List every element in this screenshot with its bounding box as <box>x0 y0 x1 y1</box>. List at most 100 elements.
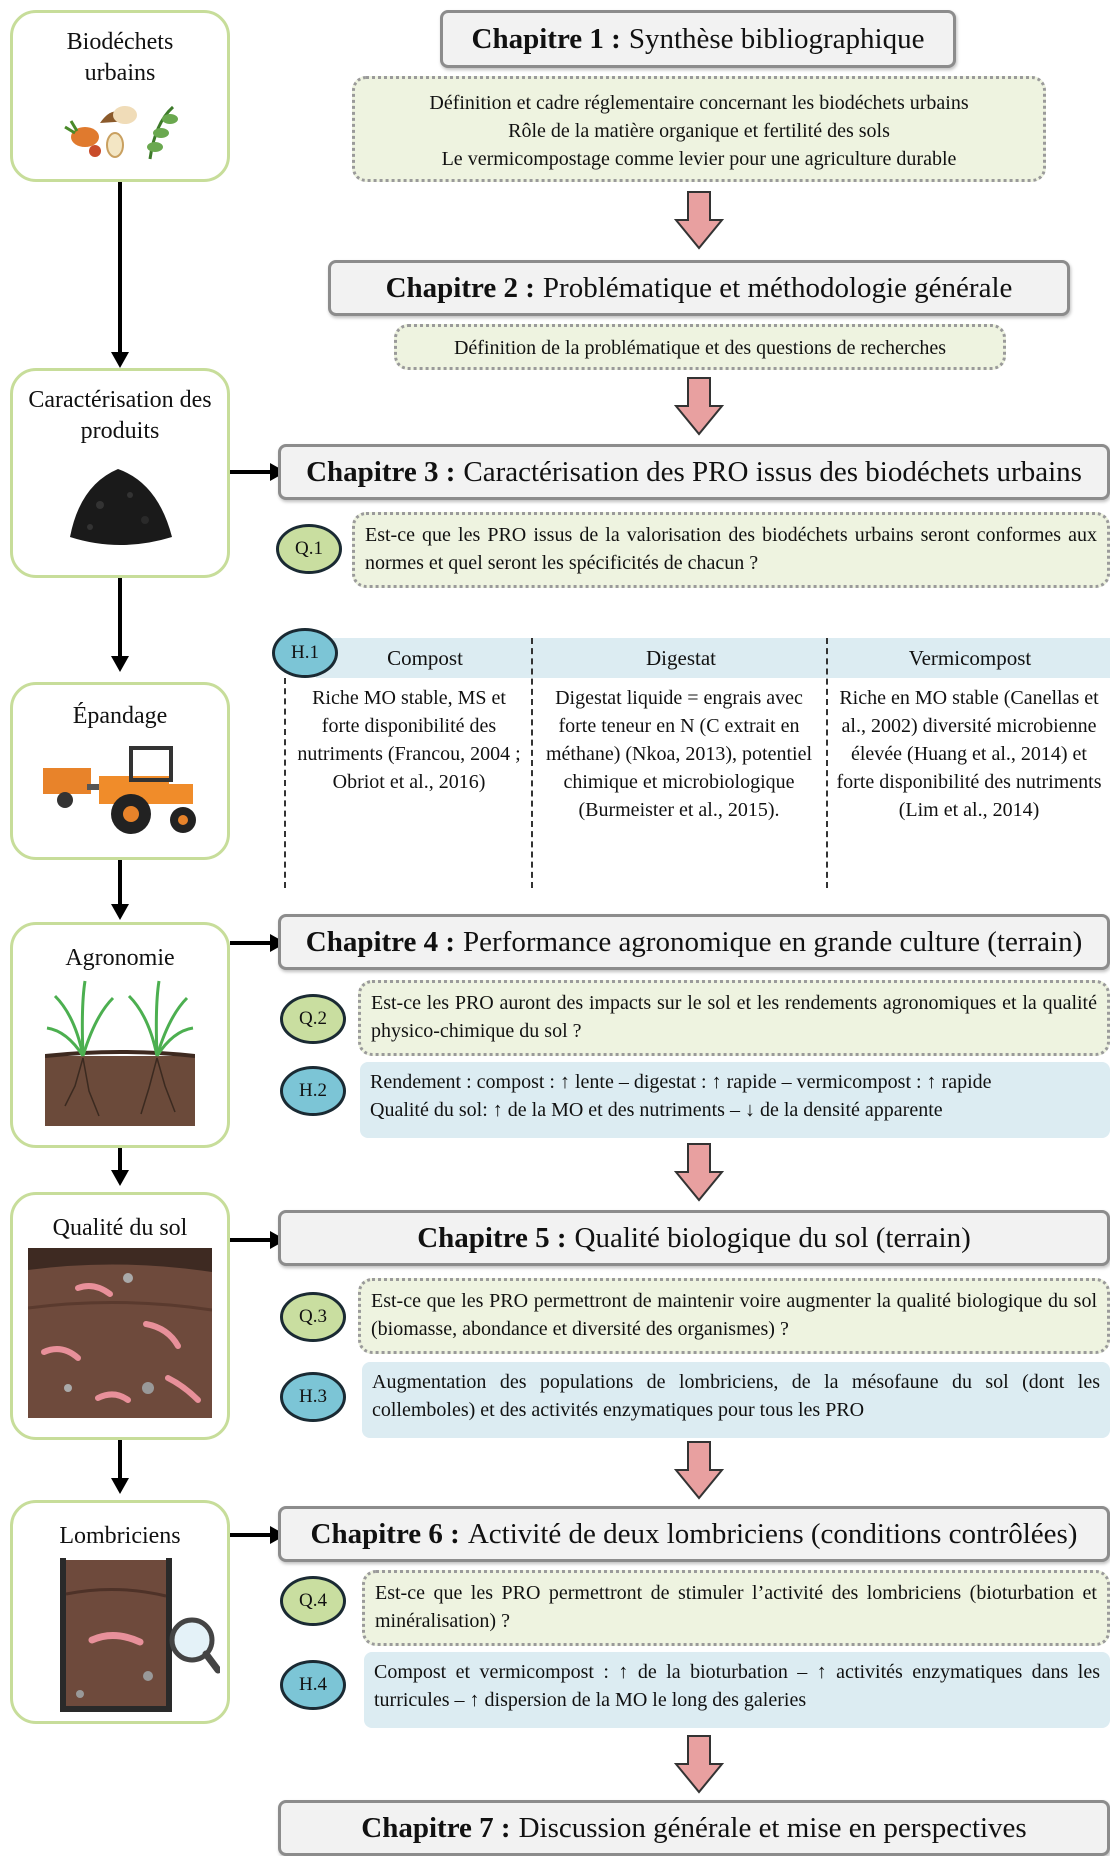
h1-divider-2 <box>826 638 828 888</box>
chapter-4-box: Chapitre 4 : Performance agronomique en … <box>278 914 1110 970</box>
link-arrow-ch5 <box>230 1238 272 1242</box>
box-qualite-sol: Qualité du sol <box>10 1192 230 1440</box>
chapter-5-title: Qualité biologique du sol (terrain) <box>574 1221 971 1254</box>
h1-col-vermicompost-head: Vermicompost <box>908 646 1032 670</box>
h4-badge-label: H.4 <box>299 1674 327 1695</box>
label-qualite-sol: Qualité du sol <box>52 1215 188 1241</box>
compost-pile-icon <box>70 469 172 545</box>
chapter-1-label: Chapitre 1 : <box>471 22 621 55</box>
h2-badge-label: H.2 <box>299 1080 327 1101</box>
h2-box: Rendement : compost : ↑ lente – digestat… <box>360 1062 1110 1138</box>
h3-badge: H.3 <box>280 1372 346 1422</box>
q3-box: Est-ce que les PRO permettront de mainte… <box>358 1278 1110 1354</box>
chapter-4-title: Performance agronomique en grande cultur… <box>463 925 1083 958</box>
flow-arrowhead-1 <box>111 352 129 368</box>
chapter-7-box: Chapitre 7 : Discussion générale et mise… <box>278 1800 1110 1856</box>
q1-text: Est-ce que les PRO issus de la valorisat… <box>365 524 1097 574</box>
q1-badge: Q.1 <box>276 524 342 574</box>
down-arrow-2 <box>674 377 724 436</box>
h4-text: Compost et vermicompost : ↑ de la biotur… <box>374 1661 1100 1711</box>
biowaste-icon <box>64 105 178 160</box>
h3-box: Augmentation des populations de lombrici… <box>362 1362 1110 1438</box>
down-arrow-1 <box>674 191 724 250</box>
box-agronomie: Agronomie <box>10 922 230 1148</box>
link-arrow-ch6 <box>230 1533 272 1537</box>
h2-badge: H.2 <box>280 1066 346 1116</box>
chapter-1-contents: Définition et cadre réglementaire concer… <box>352 76 1046 182</box>
earthworm-container-icon <box>60 1558 222 1712</box>
q4-box: Est-ce que les PRO permettront de stimul… <box>362 1570 1110 1646</box>
chapter-6-box: Chapitre 6 : Activité de deux lombricien… <box>278 1506 1110 1562</box>
flow-arrowhead-3 <box>111 904 129 920</box>
chapter-2-line: Définition de la problématique et des qu… <box>453 337 947 359</box>
soil-worms-icon <box>27 1248 213 1418</box>
q2-text: Est-ce les PRO auront des impacts sur le… <box>371 992 1097 1042</box>
h1-badge-label: H.1 <box>291 642 319 663</box>
h4-badge: H.4 <box>280 1660 346 1710</box>
q3-text: Est-ce que les PRO permettront de mainte… <box>371 1290 1097 1340</box>
chapter-1-line-3: Le vermicompostage comme levier pour une… <box>441 148 957 170</box>
chapter-1-line-2: Rôle de la matière organique et fertilit… <box>508 120 890 142</box>
flow-arrowhead-4 <box>111 1170 129 1186</box>
chapter-1-box: Chapitre 1 : Synthèse bibliographique <box>440 10 956 68</box>
q1-badge-label: Q.1 <box>295 538 323 559</box>
chapter-2-label: Chapitre 2 : <box>385 271 535 304</box>
flow-line-3 <box>118 860 122 904</box>
q2-badge-label: Q.2 <box>299 1008 327 1029</box>
box-epandage: Épandage <box>10 682 230 860</box>
chapter-5-label: Chapitre 5 : <box>417 1221 567 1254</box>
down-arrow-5 <box>674 1735 724 1794</box>
chapter-2-title: Problématique et méthodologie générale <box>542 271 1013 304</box>
box-lombriciens: Lombriciens <box>10 1500 230 1724</box>
label-epandage: Épandage <box>72 703 168 729</box>
label-caracterisation: Caractérisation des produits <box>28 387 212 444</box>
chapter-3-label: Chapitre 3 : <box>306 455 456 488</box>
q3-badge-label: Q.3 <box>299 1306 327 1327</box>
h1-header-band <box>316 638 1110 678</box>
flow-line-1 <box>118 182 122 354</box>
h1-col-digestat-body: Digestat liquide = engrais avec forte te… <box>545 687 813 821</box>
crop-soil-icon <box>44 980 196 1126</box>
h1-col-compost-body: Riche MO stable, MS et forte disponibili… <box>297 687 521 793</box>
h1-divider-left <box>284 678 286 888</box>
label-biodechets: Biodéchets urbains <box>66 29 174 86</box>
h1-divider-1 <box>531 638 533 888</box>
h2-line-2: Qualité du sol: ↑ de la MO et des nutrim… <box>370 1099 943 1121</box>
h3-badge-label: H.3 <box>299 1386 327 1407</box>
h1-badge: H.1 <box>272 628 338 678</box>
h3-text: Augmentation des populations de lombrici… <box>372 1371 1100 1421</box>
h1-col-digestat-head: Digestat <box>646 646 716 670</box>
link-arrow-ch3 <box>230 470 272 474</box>
flow-line-5 <box>118 1440 122 1480</box>
flow-line-2 <box>118 578 122 658</box>
q1-box: Est-ce que les PRO issus de la valorisat… <box>352 512 1110 588</box>
chapter-2-contents: Définition de la problématique et des qu… <box>394 324 1006 370</box>
chapter-6-title: Activité de deux lombriciens (conditions… <box>467 1517 1078 1550</box>
tractor-icon <box>43 746 196 834</box>
chapter-7-label: Chapitre 7 : <box>361 1811 511 1844</box>
chapter-3-box: Chapitre 3 : Caractérisation des PRO iss… <box>278 444 1110 500</box>
chapter-1-line-1: Définition et cadre réglementaire concer… <box>429 92 969 114</box>
q4-badge: Q.4 <box>280 1576 346 1626</box>
h1-col-compost-head: Compost <box>387 646 463 670</box>
chapter-3-title: Caractérisation des PRO issus des biodéc… <box>463 455 1082 488</box>
q4-badge-label: Q.4 <box>299 1590 327 1611</box>
flow-line-4 <box>118 1148 122 1172</box>
h4-box: Compost et vermicompost : ↑ de la biotur… <box>364 1652 1110 1728</box>
down-arrow-4 <box>674 1441 724 1500</box>
h2-line-1: Rendement : compost : ↑ lente – digestat… <box>370 1071 992 1093</box>
chapter-5-box: Chapitre 5 : Qualité biologique du sol (… <box>278 1210 1110 1266</box>
chapter-1-title: Synthèse bibliographique <box>628 22 925 55</box>
q2-box: Est-ce les PRO auront des impacts sur le… <box>358 980 1110 1056</box>
label-lombriciens: Lombriciens <box>59 1523 181 1549</box>
chapter-2-box: Chapitre 2 : Problématique et méthodolog… <box>328 260 1070 316</box>
flow-arrowhead-2 <box>111 656 129 672</box>
flow-arrowhead-5 <box>111 1478 129 1494</box>
down-arrow-3 <box>674 1143 724 1202</box>
q3-badge: Q.3 <box>280 1292 346 1342</box>
h1-col-vermicompost-body: Riche en MO stable (Canellas et al., 200… <box>836 687 1102 821</box>
chapter-7-title: Discussion générale et mise en perspecti… <box>518 1811 1027 1844</box>
chapter-4-label: Chapitre 4 : <box>305 925 456 958</box>
chapter-6-label: Chapitre 6 : <box>310 1517 460 1550</box>
box-biodechets: Biodéchets urbains <box>10 10 230 182</box>
